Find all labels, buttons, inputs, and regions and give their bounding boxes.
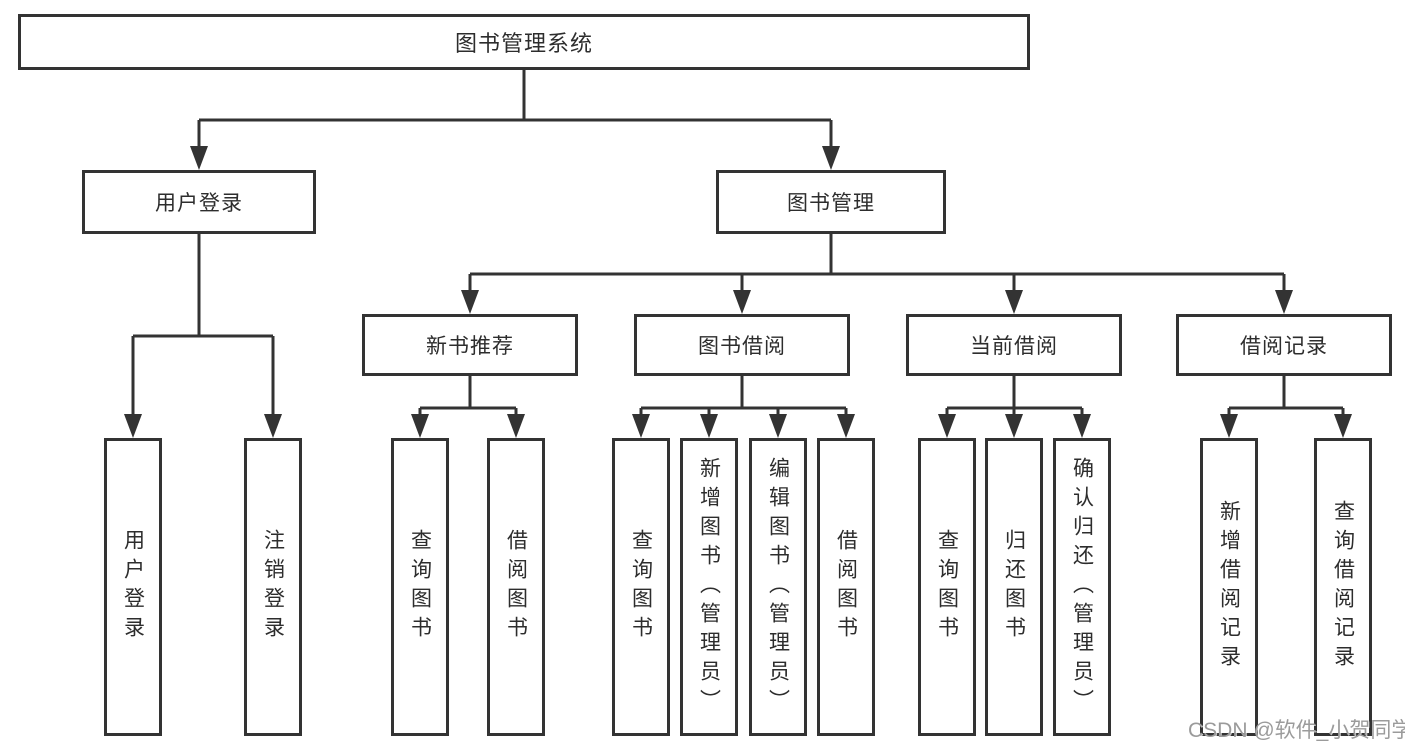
connector-root-to-branches	[190, 70, 840, 170]
leaf-query-borrow-record: 查询借阅记录	[1314, 438, 1372, 736]
connector-line	[468, 234, 1286, 292]
connector-book-management-to-modules	[461, 234, 1293, 314]
connector-arrowhead	[1073, 414, 1091, 438]
leaf-logout: 注销登录	[244, 438, 302, 736]
connector-arrowhead	[733, 290, 751, 314]
leaf-recommend-borrow-books: 借阅图书	[487, 438, 545, 736]
connector-arrowhead	[1334, 414, 1352, 438]
node-book-borrow: 图书借阅	[634, 314, 850, 376]
connector-line	[639, 376, 848, 418]
leaf-edit-books-admin: 编辑图书（管理员）	[749, 438, 807, 736]
node-label: 查询借阅记录	[1331, 500, 1355, 674]
node-label: 归还图书	[1002, 529, 1026, 645]
node-label: 图书管理系统	[454, 31, 593, 56]
node-label: 用户登录	[155, 192, 243, 215]
leaf-confirm-return-admin: 确认归还（管理员）	[1053, 438, 1111, 736]
node-label: 注销登录	[261, 529, 285, 645]
connector-arrowhead	[190, 146, 208, 170]
connector-line	[197, 70, 833, 148]
leaf-current-query-books: 查询图书	[918, 438, 976, 736]
node-label: 借阅图书	[834, 529, 858, 645]
connector-borrow-records-to-leaves	[1220, 376, 1352, 438]
node-label: 用户登录	[121, 529, 145, 645]
connector-new-book-recommend-to-leaves	[411, 376, 525, 438]
connector-arrowhead	[1220, 414, 1238, 438]
node-new-book-recommend: 新书推荐	[362, 314, 578, 376]
connector-arrowhead	[124, 414, 142, 438]
connector-line	[418, 376, 518, 418]
node-label: 当前借阅	[970, 335, 1058, 358]
node-borrow-records: 借阅记录	[1176, 314, 1392, 376]
node-user-login-branch: 用户登录	[82, 170, 316, 234]
leaf-add-books-admin: 新增图书（管理员）	[680, 438, 738, 736]
connector-arrowhead	[632, 414, 650, 438]
connector-arrowhead	[700, 414, 718, 438]
leaf-add-borrow-record: 新增借阅记录	[1200, 438, 1258, 736]
node-label: 图书借阅	[698, 335, 786, 358]
connector-arrowhead	[837, 414, 855, 438]
leaf-borrow-books: 借阅图书	[817, 438, 875, 736]
connector-line	[945, 376, 1084, 418]
leaf-user-login: 用户登录	[104, 438, 162, 736]
leaf-return-books: 归还图书	[985, 438, 1043, 736]
connector-arrowhead	[461, 290, 479, 314]
node-label: 借阅图书	[504, 529, 528, 645]
connector-arrowhead	[769, 414, 787, 438]
connector-arrowhead	[507, 414, 525, 438]
leaf-recommend-query-books: 查询图书	[391, 438, 449, 736]
connector-line	[1227, 376, 1345, 418]
node-label: 编辑图书（管理员）	[766, 456, 790, 718]
connector-arrowhead	[1005, 290, 1023, 314]
node-label: 确认归还（管理员）	[1070, 456, 1094, 718]
node-label: 查询图书	[408, 529, 432, 645]
connector-user-login-to-leaves	[124, 234, 282, 438]
connector-current-borrow-to-leaves	[938, 376, 1091, 438]
node-book-management-branch: 图书管理	[716, 170, 946, 234]
node-current-borrow: 当前借阅	[906, 314, 1122, 376]
node-label: 查询图书	[935, 529, 959, 645]
node-label: 新书推荐	[426, 335, 514, 358]
connector-arrowhead	[264, 414, 282, 438]
node-label: 查询图书	[629, 529, 653, 645]
node-label: 图书管理	[787, 192, 875, 215]
node-library-system: 图书管理系统	[18, 14, 1030, 70]
connector-arrowhead	[411, 414, 429, 438]
connector-arrowhead	[1005, 414, 1023, 438]
connector-arrowhead	[1275, 290, 1293, 314]
leaf-borrow-query-books: 查询图书	[612, 438, 670, 736]
node-label: 新增借阅记录	[1217, 500, 1241, 674]
node-label: 借阅记录	[1240, 335, 1328, 358]
csdn-watermark: CSDN @软件_小贺同学	[1188, 719, 1405, 742]
connector-line	[131, 234, 275, 416]
connector-arrowhead	[822, 146, 840, 170]
node-label: 新增图书（管理员）	[697, 456, 721, 718]
connector-book-borrow-to-leaves	[632, 376, 855, 438]
connector-arrowhead	[938, 414, 956, 438]
